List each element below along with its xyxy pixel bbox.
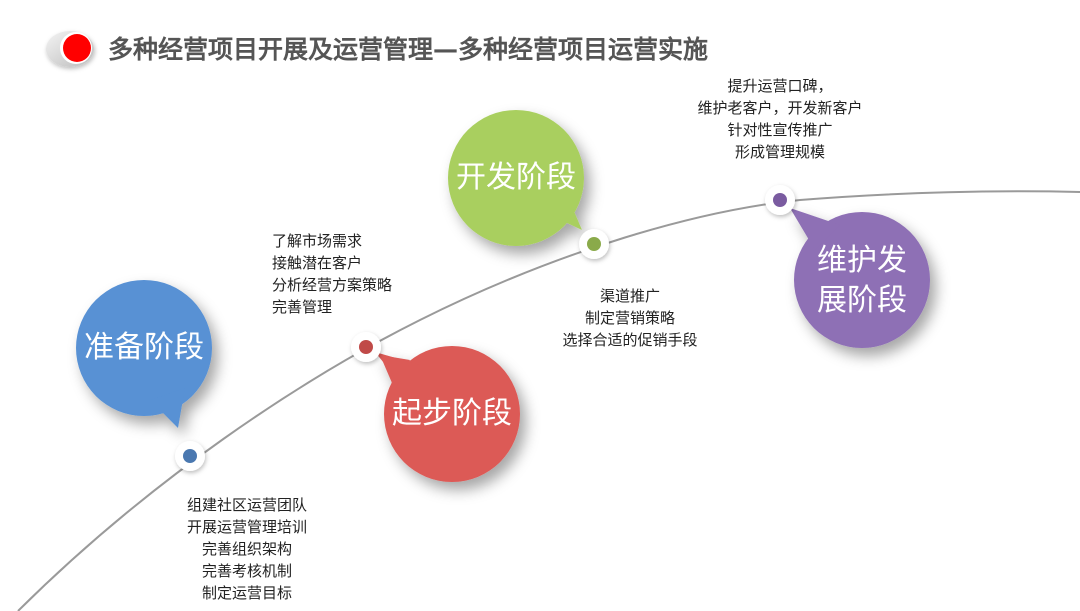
title-bullet-icon [46,31,94,67]
item: 开展运营管理培训 [186,518,307,536]
page-title: 多种经营项目开展及运营管理—多种经营项目运营实施 [108,35,709,64]
stage-label-prep: 准备阶段 [84,330,204,365]
item: 完善考核机制 [201,562,292,580]
item: 针对性宣传推广 [727,121,833,139]
start-items: 了解市场需求 接触潜在客户 分析经营方案策略 完善管理 [272,230,392,318]
dev-items: 渠道推广 制定营销策略 选择合适的促销手段 [530,285,730,351]
bubble-maintain [790,208,930,348]
label-line: 展阶段 [817,283,907,318]
item: 形成管理规模 [734,143,825,161]
item: 接触潜在客户 [272,254,363,272]
stage-label-dev: 开发阶段 [456,160,576,195]
prep-items: 组建社区运营团队 开展运营管理培训 完善组织架构 完善考核机制 制定运营目标 [147,494,347,604]
item: 完善管理 [272,298,333,316]
item: 制定运营目标 [201,584,292,602]
maintain-items: 提升运营口碑， 维护老客户，开发新客户 针对性宣传推广 形成管理规模 [670,75,890,163]
bubble-start [375,346,520,482]
stage-label-maintain: 维护发 展阶段 [794,241,930,321]
bubble-dev [448,110,584,246]
item: 选择合适的促销手段 [562,331,698,349]
item: 提升运营口碑， [727,77,833,95]
item: 完善组织架构 [201,540,292,558]
item: 了解市场需求 [272,232,363,250]
bubble-prep [76,280,212,428]
item: 维护老客户，开发新客户 [697,99,863,117]
item: 渠道推广 [599,287,660,305]
item: 制定营销策略 [584,309,675,327]
stage-label-start: 起步阶段 [392,396,512,431]
label-line: 维护发 [817,243,907,278]
item: 组建社区运营团队 [186,496,307,514]
item: 分析经营方案策略 [272,276,393,294]
